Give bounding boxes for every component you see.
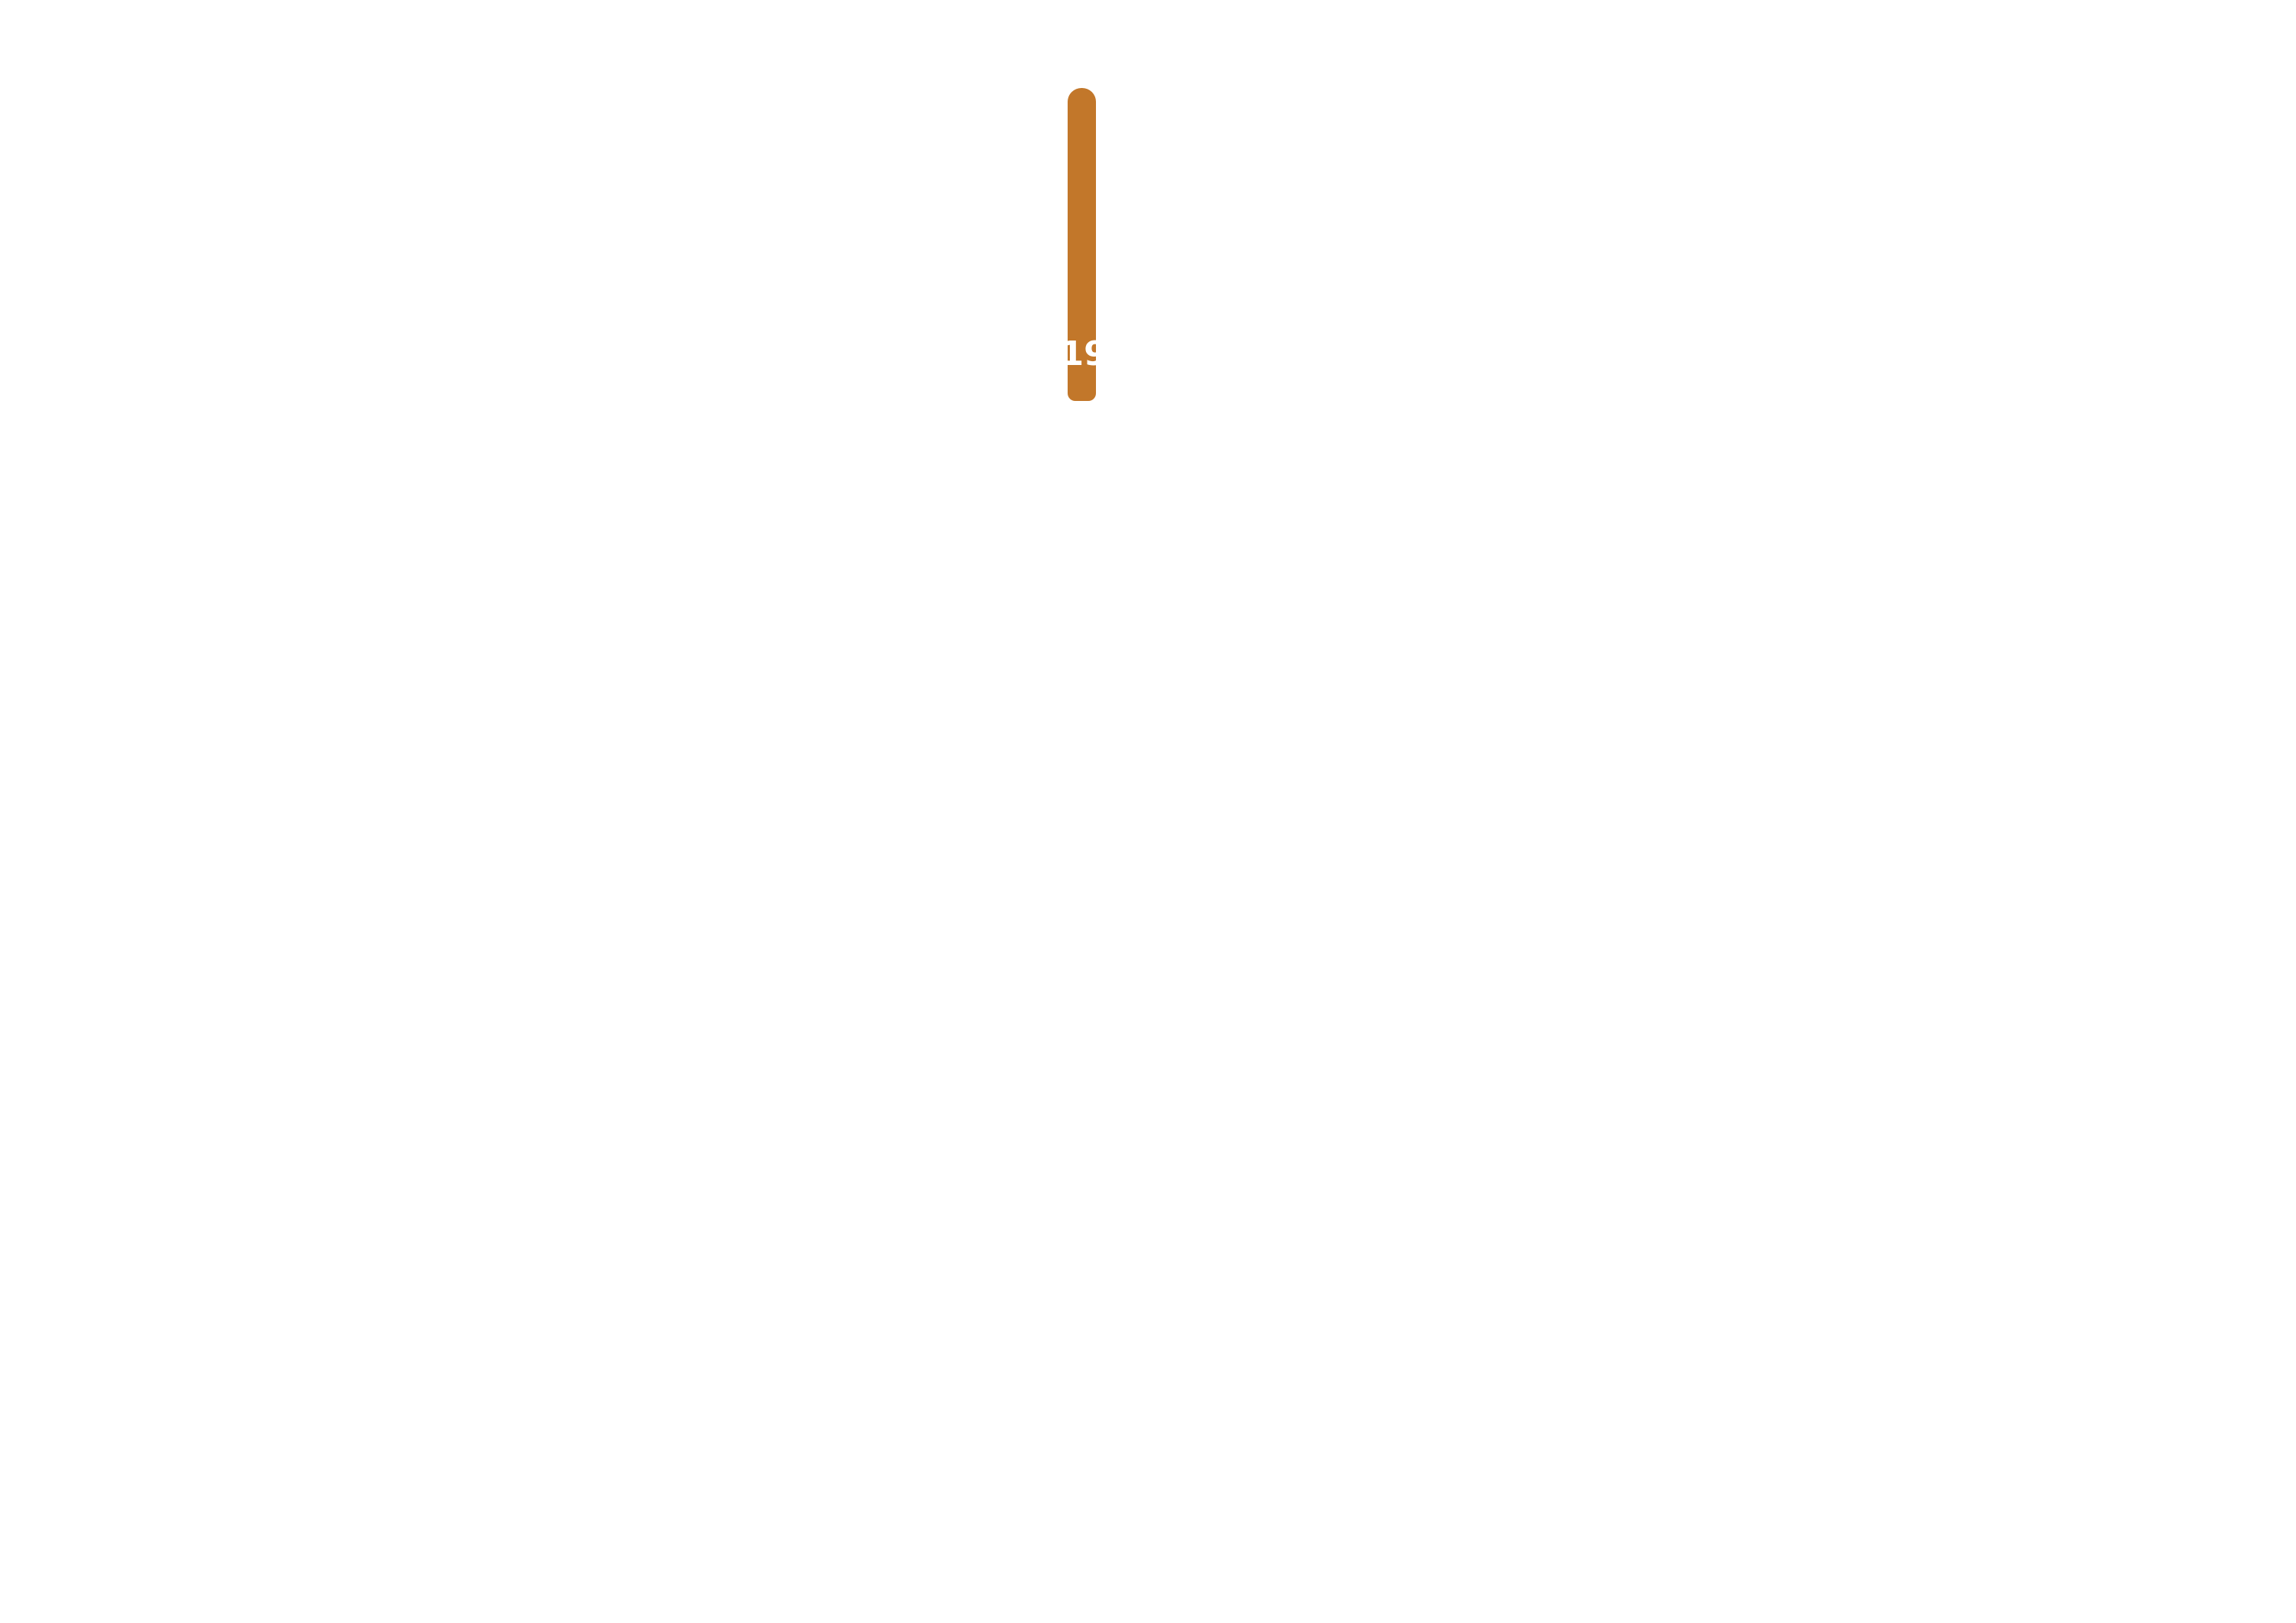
tab-number-label: 19 (1068, 334, 1096, 373)
vertical-tab-marker[interactable]: 19 (1068, 88, 1096, 401)
